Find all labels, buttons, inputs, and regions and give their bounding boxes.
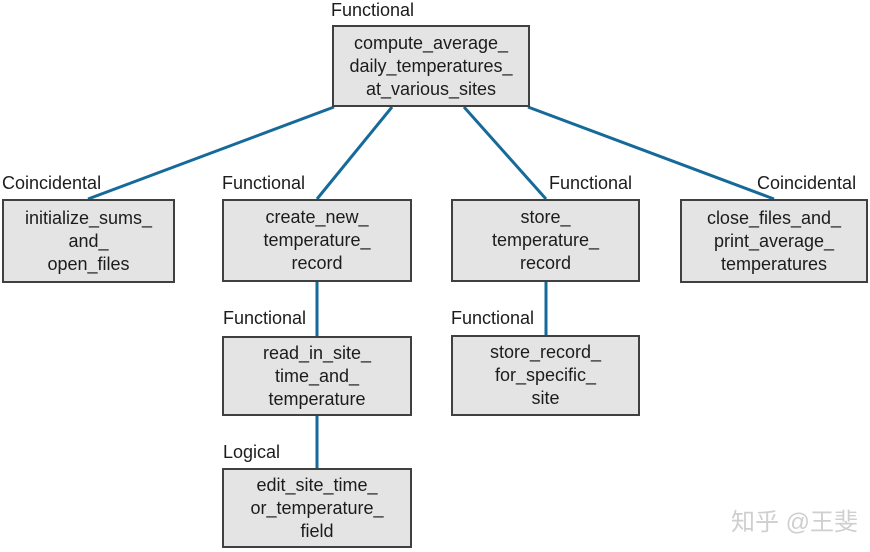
cohesion-label-store-record: Functional bbox=[451, 308, 535, 328]
node-store-temperature-record: store_ temperature_ record bbox=[451, 199, 640, 282]
cohesion-label-edit: Logical bbox=[223, 442, 281, 462]
cohesion-label-close: Coincidental bbox=[757, 173, 857, 193]
cohesion-label-read: Functional bbox=[223, 308, 307, 328]
node-compute-average: compute_average_ daily_temperatures_ at_… bbox=[332, 25, 530, 107]
node-text: initialize_sums_ and_ open_files bbox=[24, 207, 153, 274]
node-text: compute_average_ daily_temperatures_ at_… bbox=[349, 32, 513, 99]
cohesion-label-initialize: Coincidental bbox=[2, 173, 102, 193]
connector-root-to-create bbox=[315, 106, 394, 200]
node-read-in-site: read_in_site_ time_and_ temperature bbox=[222, 336, 412, 416]
connector-root-to-store bbox=[462, 106, 548, 200]
watermark: 知乎 @王斐 bbox=[730, 509, 858, 536]
cohesion-label-create: Functional bbox=[222, 173, 306, 193]
node-initialize-sums: initialize_sums_ and_ open_files bbox=[2, 199, 175, 283]
node-text: read_in_site_ time_and_ temperature bbox=[262, 342, 372, 409]
node-edit-site-time: edit_site_time_ or_temperature_ field bbox=[222, 468, 412, 548]
connector-root-to-initialize bbox=[87, 105, 335, 201]
connector-root-to-close bbox=[527, 105, 775, 201]
node-close-files: close_files_and_ print_average_ temperat… bbox=[680, 199, 868, 283]
node-create-new-record: create_new_ temperature_ record bbox=[222, 199, 412, 282]
node-text: edit_site_time_ or_temperature_ field bbox=[250, 474, 384, 541]
node-text: close_files_and_ print_average_ temperat… bbox=[706, 207, 842, 274]
node-text: store_record_ for_specific_ site bbox=[489, 342, 602, 408]
cohesion-label-root: Functional bbox=[331, 0, 415, 20]
node-text: store_ temperature_ record bbox=[491, 207, 600, 273]
cohesion-label-store: Functional bbox=[549, 173, 633, 193]
node-store-record-specific-site: store_record_ for_specific_ site bbox=[451, 335, 640, 416]
node-text: create_new_ temperature_ record bbox=[263, 207, 371, 273]
